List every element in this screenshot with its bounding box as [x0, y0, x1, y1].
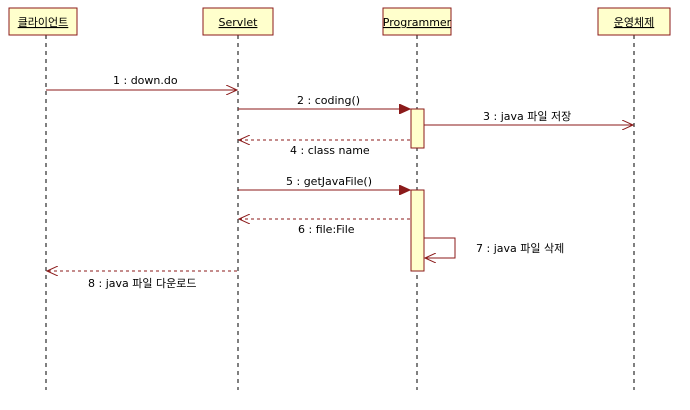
message-6-label: 6 : file:File — [298, 223, 355, 236]
participant-client[interactable]: 클라이언트 — [8, 7, 78, 36]
participant-os-label: 운영체제 — [614, 16, 654, 29]
message-5-label: 5 : getJavaFile() — [286, 175, 372, 188]
participant-programmer-label: Programmer — [383, 16, 452, 29]
message-8-label: 8 : java 파일 다운로드 — [88, 276, 196, 290]
message-3-label: 3 : java 파일 저장 — [483, 109, 571, 123]
activation-programmer-2 — [410, 189, 425, 272]
participant-programmer[interactable]: Programmer — [382, 7, 452, 36]
message-2-label: 2 : coding() — [297, 94, 360, 107]
message-7-arrow — [424, 237, 456, 258]
participant-servlet-label: Servlet — [219, 16, 259, 29]
participant-os[interactable]: 운영체제 — [597, 7, 671, 36]
participant-client-label: 클라이언트 — [18, 16, 69, 29]
activation-programmer-1 — [410, 108, 425, 149]
participant-servlet[interactable]: Servlet — [202, 7, 274, 36]
message-1-label: 1 : down.do — [113, 74, 178, 87]
message-4-label: 4 : class name — [290, 144, 370, 157]
message-7-label: 7 : java 파일 삭제 — [476, 241, 564, 255]
